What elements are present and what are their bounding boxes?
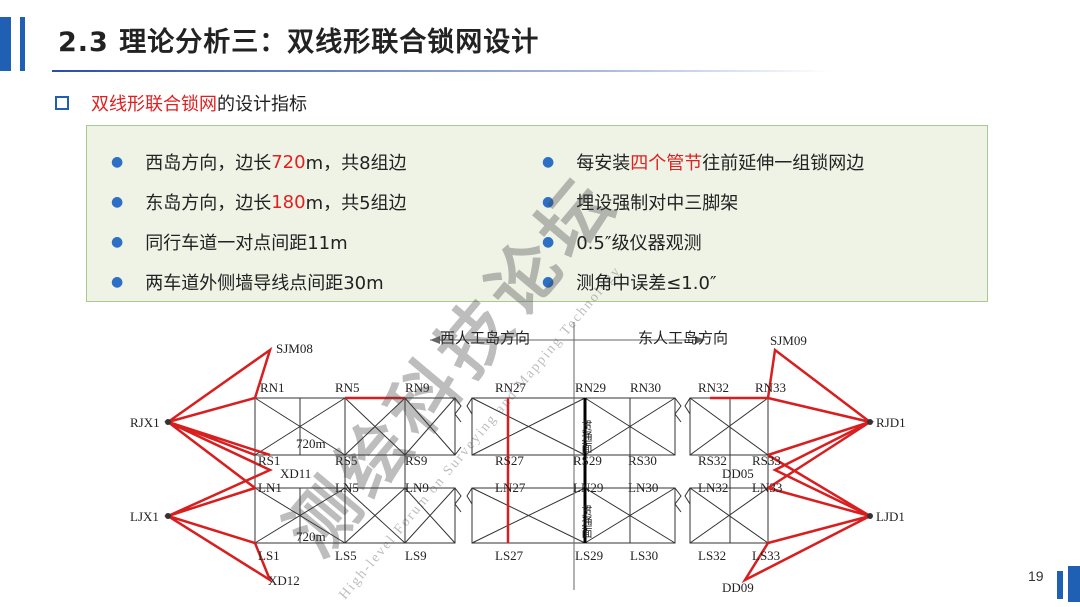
subtitle-text: 的设计指标 bbox=[217, 94, 307, 115]
point-label: LS29 bbox=[575, 548, 603, 563]
spec-item: ●每安装四个管节往前延伸一组锁网边 bbox=[542, 153, 865, 174]
square-bullet-icon bbox=[55, 96, 69, 110]
point-label: SJM09 bbox=[770, 333, 807, 348]
spec-item: ●同行车道一对点间距11m bbox=[111, 233, 348, 254]
point-label: RS1 bbox=[258, 453, 280, 468]
page-number: 19 bbox=[1028, 568, 1044, 584]
point-label: RN9 bbox=[405, 380, 430, 395]
accent-bar-thin bbox=[20, 17, 25, 71]
bullet-dot-icon: ● bbox=[111, 274, 124, 290]
spec-item: ●埋设强制对中三脚架 bbox=[542, 193, 739, 214]
west-direction-label: 西人工岛方向 bbox=[440, 330, 530, 347]
point-label: RS30 bbox=[628, 453, 657, 468]
point-label: LN5 bbox=[335, 480, 359, 495]
length-label: 720m bbox=[296, 529, 326, 544]
spec-item: ●0.5″级仪器观测 bbox=[542, 233, 702, 254]
through-plane-label: 贯通面 bbox=[580, 505, 593, 538]
bullet-dot-icon: ● bbox=[542, 194, 555, 210]
point-label: RN32 bbox=[698, 380, 729, 395]
section-subtitle: 双线形联合锁网 的设计指标 bbox=[55, 90, 307, 116]
point-label: XD11 bbox=[280, 466, 311, 481]
point-label: LS5 bbox=[335, 548, 357, 563]
point-label: DD05 bbox=[722, 466, 754, 481]
point-label: RN1 bbox=[260, 380, 285, 395]
length-label: 720m bbox=[296, 436, 326, 451]
subtitle-highlight: 双线形联合锁网 bbox=[91, 94, 217, 115]
point-label: RN30 bbox=[630, 380, 661, 395]
point-label: RS29 bbox=[573, 453, 602, 468]
bullet-dot-icon: ● bbox=[111, 154, 124, 170]
point-label: LS33 bbox=[752, 548, 780, 563]
point-label: LN29 bbox=[573, 480, 603, 495]
point-label: RN5 bbox=[335, 380, 360, 395]
bullet-dot-icon: ● bbox=[111, 194, 124, 210]
point-label: RN29 bbox=[575, 380, 606, 395]
spec-item: ●两车道外侧墙导线点间距30m bbox=[111, 273, 384, 294]
point-label: RJX1 bbox=[130, 415, 160, 430]
point-label: LS1 bbox=[258, 548, 280, 563]
point-label: XD12 bbox=[268, 573, 300, 588]
point-label: RS33 bbox=[752, 453, 781, 468]
point-label: RS27 bbox=[495, 453, 524, 468]
spec-item: ●测角中误差≤1.0″ bbox=[542, 273, 717, 294]
arrow-right-icon bbox=[695, 336, 705, 344]
point-label: LS9 bbox=[405, 548, 427, 563]
point-label: LN27 bbox=[495, 480, 526, 495]
corner-accent bbox=[1057, 571, 1063, 599]
corner-accent bbox=[1068, 566, 1080, 602]
point-label: LN32 bbox=[698, 480, 728, 495]
point-label: LN9 bbox=[405, 480, 429, 495]
point-label: SJM08 bbox=[276, 341, 313, 356]
point-label: LS32 bbox=[698, 548, 726, 563]
point-label: RJD1 bbox=[876, 415, 906, 430]
bullet-dot-icon: ● bbox=[542, 154, 555, 170]
through-plane-label: 贯通面 bbox=[580, 420, 593, 453]
point-label: LS27 bbox=[495, 548, 524, 563]
point-label: RN33 bbox=[755, 380, 786, 395]
arrow-left-icon bbox=[430, 336, 440, 344]
point-label: LN33 bbox=[752, 480, 782, 495]
point-label: LS30 bbox=[630, 548, 658, 563]
point-label: RN27 bbox=[495, 380, 527, 395]
page-title: 2.3 理论分析三：双线形联合锁网设计 bbox=[58, 27, 540, 58]
bullet-dot-icon: ● bbox=[542, 234, 555, 250]
point-label: LJX1 bbox=[130, 509, 159, 524]
bullet-dot-icon: ● bbox=[111, 234, 124, 250]
point-label: LN1 bbox=[258, 480, 282, 495]
point-label: LJD1 bbox=[876, 509, 905, 524]
spec-list-right: ●每安装四个管节往前延伸一组锁网边 ●埋设强制对中三脚架 ●0.5″级仪器观测 … bbox=[542, 142, 864, 302]
point-label: RS5 bbox=[335, 453, 357, 468]
title-underline bbox=[52, 70, 832, 72]
point-label: DD09 bbox=[722, 580, 754, 595]
east-direction-label: 东人工岛方向 bbox=[638, 330, 728, 347]
accent-bar bbox=[0, 17, 11, 71]
point-label: LN30 bbox=[628, 480, 658, 495]
point-label: RS32 bbox=[698, 453, 727, 468]
bullet-dot-icon: ● bbox=[542, 274, 555, 290]
point-label: RS9 bbox=[405, 453, 427, 468]
